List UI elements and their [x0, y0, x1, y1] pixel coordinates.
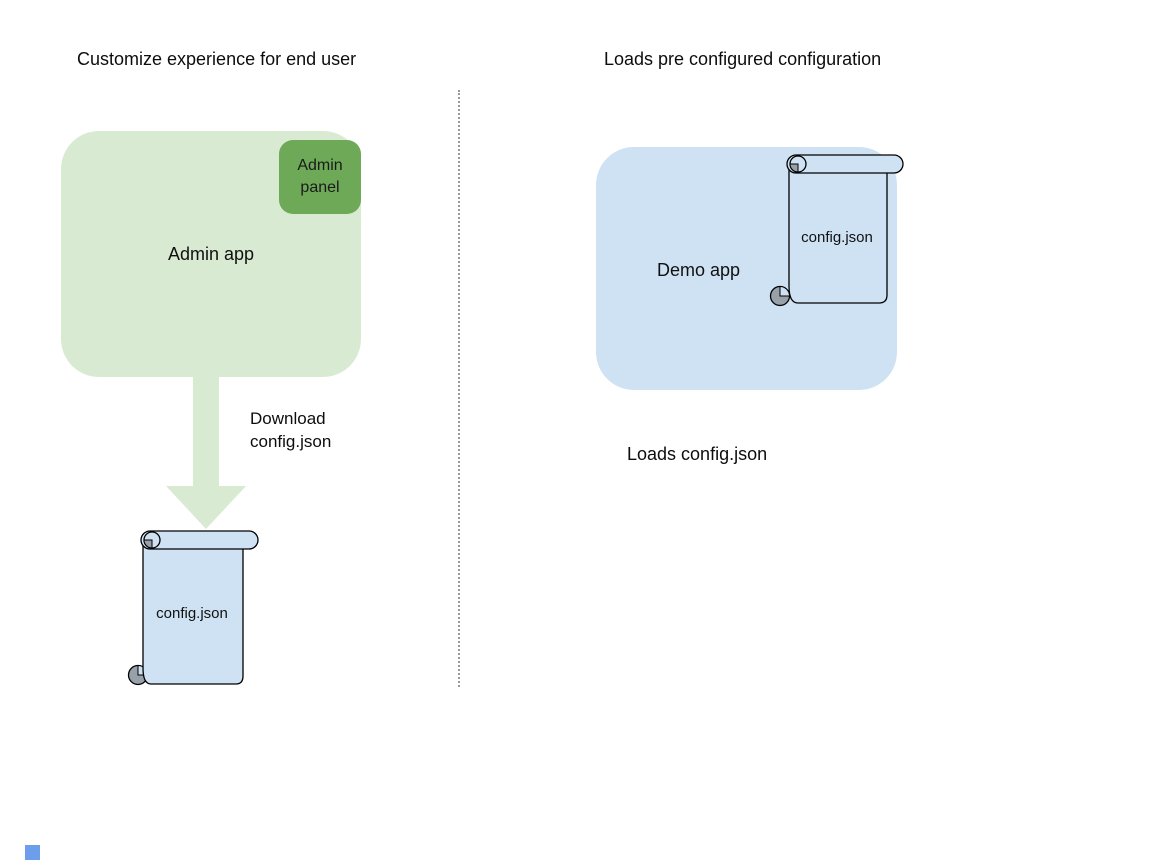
admin-app-label: Admin app [167, 243, 255, 264]
left-config-json-label: config.json [156, 605, 228, 622]
admin-panel-box: Admin panel [279, 140, 361, 214]
loads-config-caption: Loads config.json [627, 444, 768, 464]
right-section-title: Loads pre configured configuration [604, 49, 882, 69]
corner-blue-square [25, 845, 40, 860]
config-json-scroll-icon [769, 154, 904, 307]
admin-panel-label: Admin panel [297, 157, 343, 196]
download-arrow-icon [166, 376, 246, 529]
demo-app-label: Demo app [657, 260, 741, 280]
right-config-json-label: config.json [801, 229, 873, 246]
left-section-title: Customize experience for end user [77, 49, 357, 69]
download-config-label: Download config.json [250, 409, 332, 451]
section-divider [458, 90, 460, 687]
config-json-scroll-icon [127, 530, 259, 686]
